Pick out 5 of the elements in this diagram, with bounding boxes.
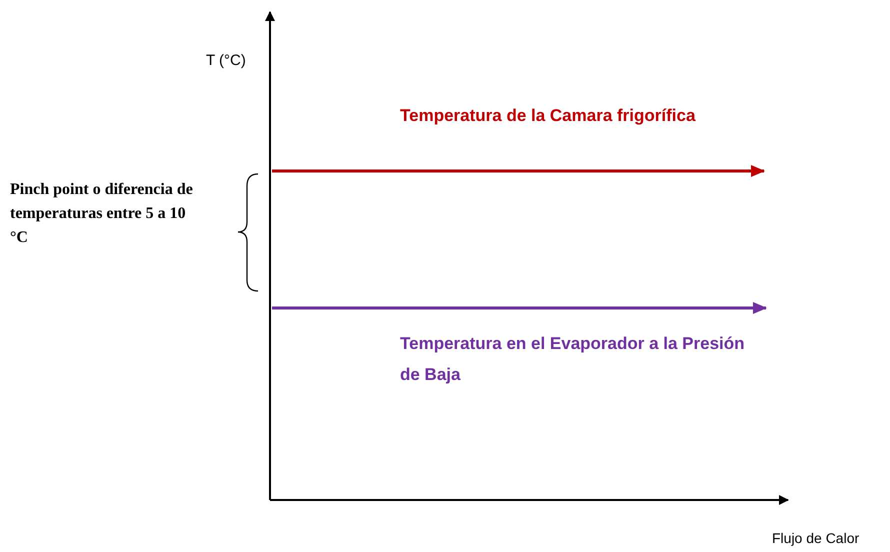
axis-label: T (°C) [206, 52, 246, 69]
axis-label: Flujo de Calor [772, 530, 860, 546]
line-label: Temperatura en el Evaporador a la Presión de Baja [400, 333, 746, 386]
line-label: Temperatura de la Camara frigorífica [400, 105, 696, 127]
annotation-text: Pinch point o diferencia de temperaturas entre 5 a 10 °C [10, 180, 194, 248]
